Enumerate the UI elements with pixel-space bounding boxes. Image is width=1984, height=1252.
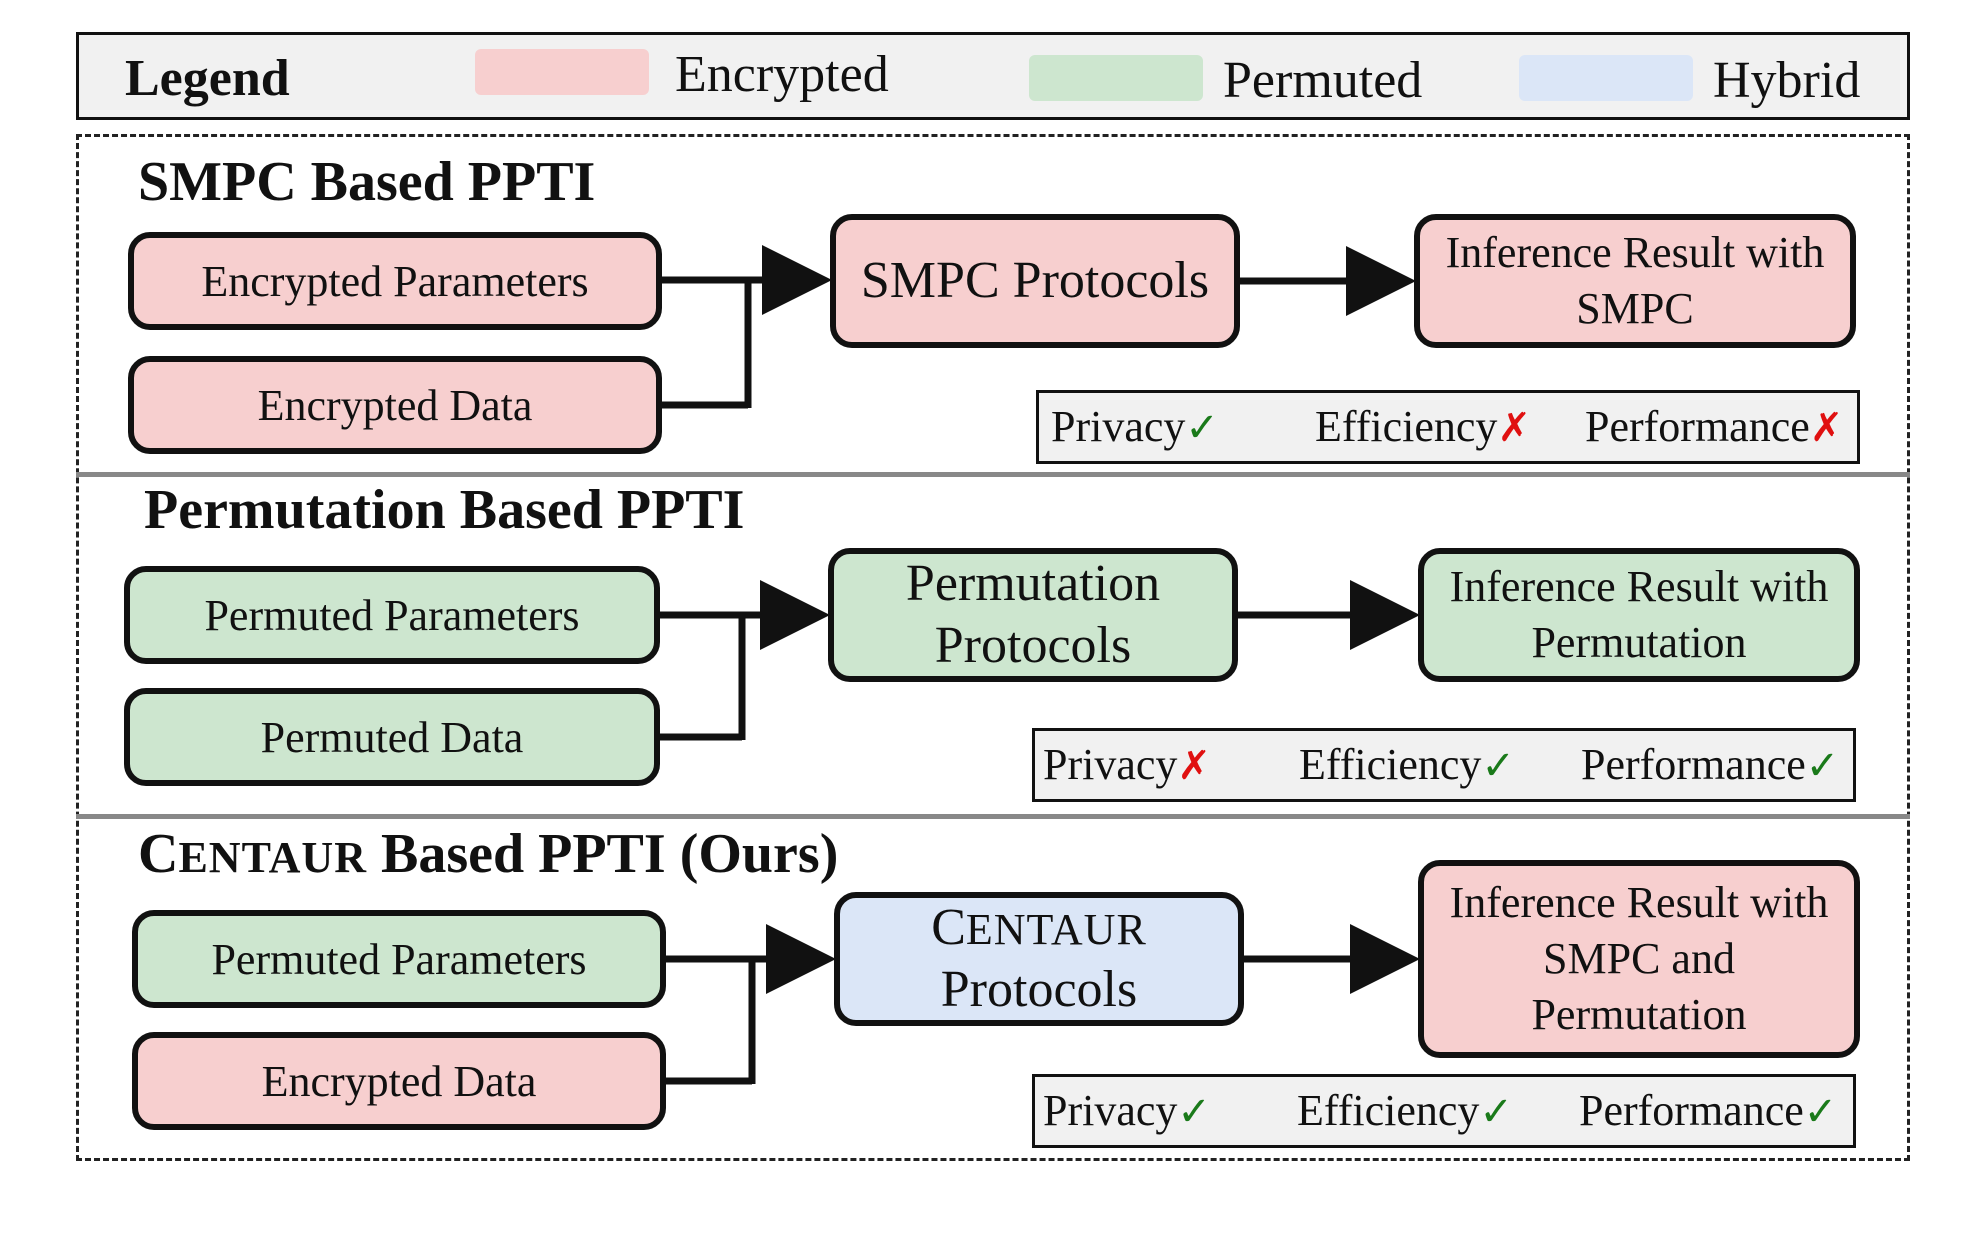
panel-title: Permutation Based PPTI (144, 479, 745, 541)
metric-label: Privacy (1043, 740, 1178, 789)
protocol-box: Permutation Protocols (828, 548, 1238, 682)
cross-icon: ✗ (1809, 405, 1844, 451)
metric-label: Performance (1579, 1086, 1804, 1135)
metric-privacy: Privacy✗ (1043, 739, 1211, 790)
cross-icon: ✗ (1497, 405, 1531, 451)
result-box: Inference Result with SMPC (1414, 214, 1856, 348)
input-box: Encrypted Data (128, 356, 662, 454)
legend-swatch-permuted (1029, 55, 1203, 101)
result-box: Inference Result with SMPC and Permutati… (1418, 860, 1860, 1058)
input-box: Permuted Parameters (132, 910, 666, 1008)
check-icon: ✓ (1803, 1089, 1838, 1135)
metric-performance: Performance✗ (1585, 401, 1843, 452)
check-icon: ✓ (1185, 405, 1219, 451)
frame-bottom-border (76, 1158, 1910, 1161)
legend: Legend Encrypted Permuted Hybrid (76, 32, 1910, 120)
panel-title: CENTAUR Based PPTI (Ours) (138, 823, 839, 885)
panel-title: SMPC Based PPTI (138, 151, 596, 213)
metric-label: Privacy (1051, 402, 1186, 451)
result-box: Inference Result with Permutation (1418, 548, 1860, 682)
input-box: Encrypted Data (132, 1032, 666, 1130)
legend-swatch-encrypted (475, 49, 649, 95)
legend-title: Legend (125, 50, 290, 107)
metric-efficiency: Efficiency✓ (1299, 739, 1515, 790)
check-icon: ✓ (1481, 743, 1515, 789)
metric-label: Performance (1585, 402, 1810, 451)
panel-separator (76, 814, 1910, 819)
panel-separator (76, 472, 1910, 477)
protocol-box: SMPC Protocols (830, 214, 1240, 348)
legend-swatch-hybrid (1519, 55, 1693, 101)
check-icon: ✓ (1805, 743, 1840, 789)
metric-label: Efficiency (1299, 740, 1482, 789)
legend-label-permuted: Permuted (1223, 52, 1423, 109)
metrics-box: Privacy✗ Efficiency✓ Performance✓ (1032, 728, 1856, 802)
metrics-box: Privacy✓ Efficiency✓ Performance✓ (1032, 1074, 1856, 1148)
metric-privacy: Privacy✓ (1051, 401, 1219, 452)
check-icon: ✓ (1177, 1089, 1211, 1135)
metric-performance: Performance✓ (1581, 739, 1839, 790)
input-box: Permuted Data (124, 688, 660, 786)
metric-efficiency: Efficiency✓ (1297, 1085, 1513, 1136)
metric-label: Privacy (1043, 1086, 1178, 1135)
metric-label: Efficiency (1297, 1086, 1480, 1135)
metrics-box: Privacy✓ Efficiency✗ Performance✗ (1036, 390, 1860, 464)
metric-efficiency: Efficiency✗ (1315, 401, 1531, 452)
frame-sides (76, 134, 1910, 1161)
check-icon: ✓ (1479, 1089, 1513, 1135)
metric-performance: Performance✓ (1579, 1085, 1837, 1136)
metric-label: Performance (1581, 740, 1806, 789)
cross-icon: ✗ (1177, 743, 1211, 789)
input-box: Encrypted Parameters (128, 232, 662, 330)
metric-label: Efficiency (1315, 402, 1498, 451)
metric-privacy: Privacy✓ (1043, 1085, 1211, 1136)
legend-label-hybrid: Hybrid (1713, 52, 1861, 109)
frame-top-border (76, 134, 1910, 137)
legend-label-encrypted: Encrypted (675, 46, 889, 103)
input-box: Permuted Parameters (124, 566, 660, 664)
